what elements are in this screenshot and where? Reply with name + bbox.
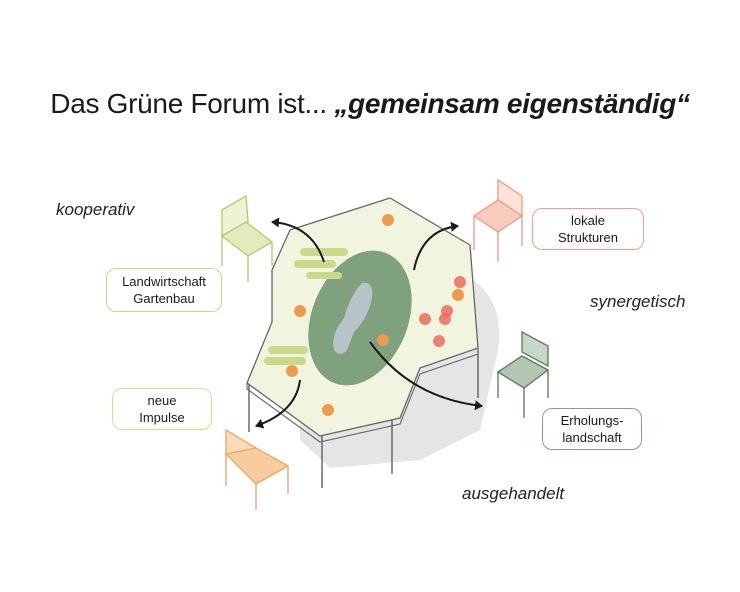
field-stripes-bottom — [264, 346, 308, 365]
chair-erholung-icon — [496, 330, 550, 418]
arrow-to-lokale — [413, 221, 459, 271]
field-stripes-top — [294, 248, 348, 279]
box-erholung: Erholungs- landschaft — [542, 408, 642, 450]
box-landwirtschaft-line1: Landwirtschaft — [122, 274, 206, 289]
box-erholung-line1: Erholungs- — [560, 413, 624, 428]
chair-impulse-icon — [224, 428, 290, 510]
title-emphasis: „gemeinsam eigenständig“ — [334, 88, 690, 119]
box-landwirtschaft: Landwirtschaft Gartenbau — [106, 268, 222, 312]
box-lokale: lokale Strukturen — [532, 208, 644, 250]
box-impulse-line2: Impulse — [139, 410, 185, 425]
page-title: Das Grüne Forum ist... „gemeinsam eigens… — [0, 88, 740, 120]
red-dots — [419, 276, 466, 347]
orange-dots — [286, 214, 464, 416]
box-erholung-line2: landschaft — [562, 430, 622, 445]
box-impulse-line1: neue — [147, 393, 177, 408]
label-kooperativ: kooperativ — [56, 200, 135, 219]
label-ausgehandelt: ausgehandelt — [462, 484, 565, 503]
box-lokale-line2: Strukturen — [558, 230, 618, 245]
chair-lokale-icon — [472, 178, 524, 262]
box-lokale-line1: lokale — [571, 213, 605, 228]
table-edge — [246, 348, 479, 443]
box-landwirtschaft-line2: Gartenbau — [133, 291, 195, 306]
arrow-to-impulse — [255, 379, 301, 429]
chair-landwirtschaft-icon — [220, 194, 274, 282]
label-synergetisch: synergetisch — [590, 292, 686, 311]
arrows — [255, 217, 483, 429]
box-impulse: neue Impulse — [112, 388, 212, 430]
arrow-to-erholung — [369, 341, 483, 411]
title-lead: Das Grüne Forum ist... — [50, 88, 327, 119]
water-shape — [333, 282, 373, 354]
arrow-to-landwirtschaft — [271, 217, 325, 263]
